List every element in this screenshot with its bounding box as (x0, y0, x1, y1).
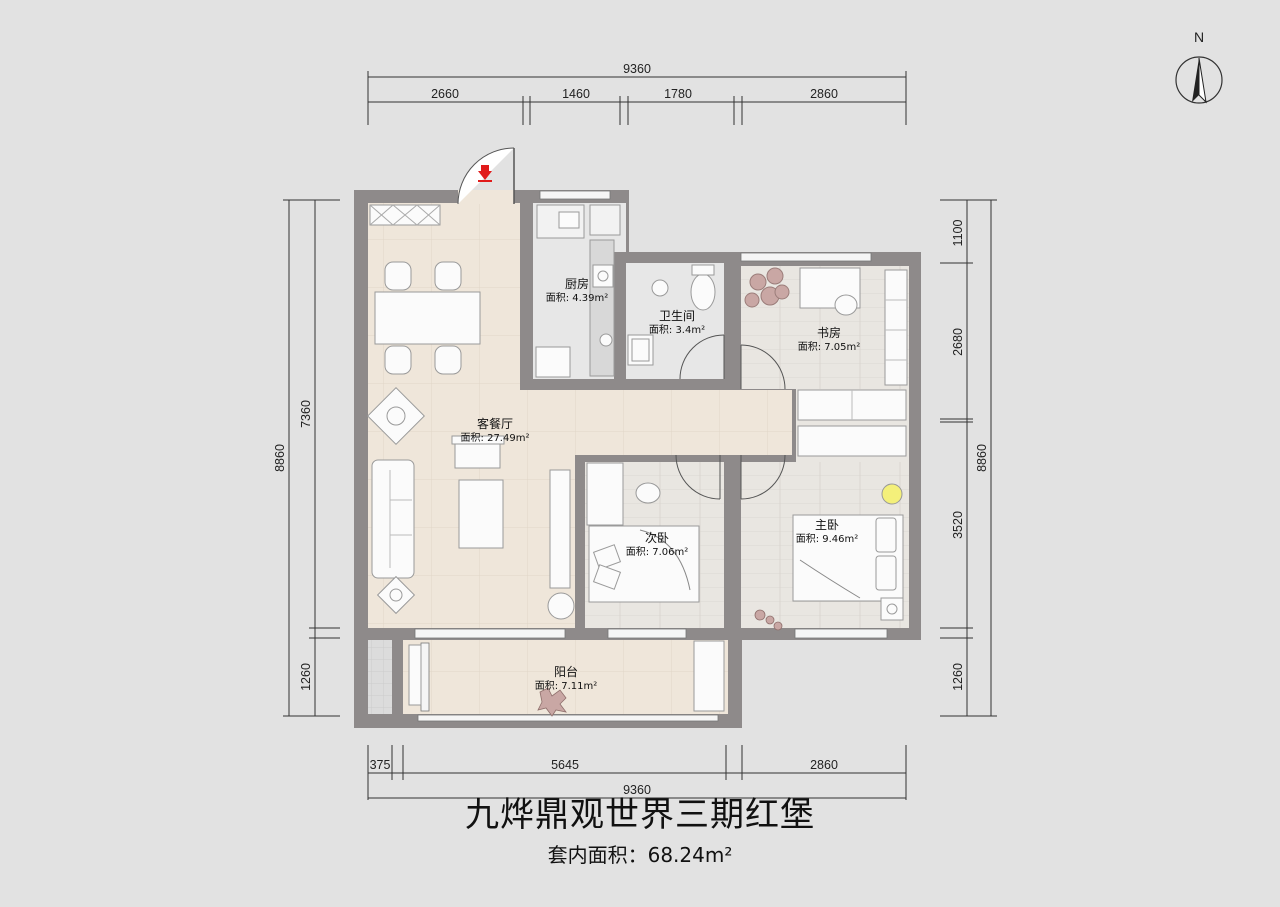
dim-top-seg-4: 2860 (810, 87, 838, 101)
room-master-area: 面积: 9.46m² (796, 533, 859, 545)
dim-bottom-seg-2: 5645 (551, 758, 579, 772)
dim-left-seg-1: 7360 (299, 400, 313, 428)
floor-balcony (403, 640, 728, 714)
dim-right-total: 8860 (975, 444, 989, 472)
room-second-area: 面积: 7.06m² (626, 546, 689, 558)
plan-title: 九烨鼎观世界三期红堡 (465, 795, 815, 835)
compass-label: N (1194, 29, 1204, 45)
plan-subtitle: 套内面积：68.24m² (548, 843, 733, 867)
room-living-name: 客餐厅 (477, 416, 513, 431)
room-balcony-area: 面积: 7.11m² (535, 680, 598, 692)
dim-bottom-seg-1: 375 (370, 758, 391, 772)
dim-left-total: 8860 (273, 444, 287, 472)
room-second-name: 次卧 (645, 531, 669, 545)
room-master-name: 主卧 (815, 518, 839, 532)
furniture (367, 204, 908, 712)
dim-right-seg-2: 2680 (951, 328, 965, 356)
north-compass (1175, 56, 1223, 104)
dim-right-seg-3: 3520 (951, 511, 965, 539)
dim-top-seg-3: 1780 (664, 87, 692, 101)
room-study-area: 面积: 7.05m² (798, 341, 861, 353)
room-balcony-name: 阳台 (554, 664, 578, 679)
dim-bottom-total: 9360 (623, 783, 651, 797)
plant-decor (537, 609, 783, 717)
room-bathroom-name: 卫生间 (659, 309, 695, 323)
room-kitchen-area: 面积: 4.39m² (546, 292, 609, 304)
entrance-arrow-icon (478, 165, 492, 182)
dim-top-seg-1: 2660 (431, 87, 459, 101)
dim-bottom-seg-3: 2860 (810, 758, 838, 772)
dim-right-seg-4: 1260 (951, 663, 965, 691)
dim-left-seg-2: 1260 (299, 663, 313, 691)
room-bathroom-area: 面积: 3.4m² (649, 324, 705, 336)
room-kitchen-name: 厨房 (565, 276, 589, 291)
door-swings (675, 334, 786, 500)
room-living-area: 面积: 27.49m² (461, 432, 530, 444)
room-study-name: 书房 (817, 325, 841, 340)
dimension-lines (283, 71, 997, 800)
dim-top-seg-2: 1460 (562, 87, 590, 101)
dim-right-seg-1: 1100 (951, 220, 965, 247)
dim-top-total: 9360 (623, 62, 651, 76)
